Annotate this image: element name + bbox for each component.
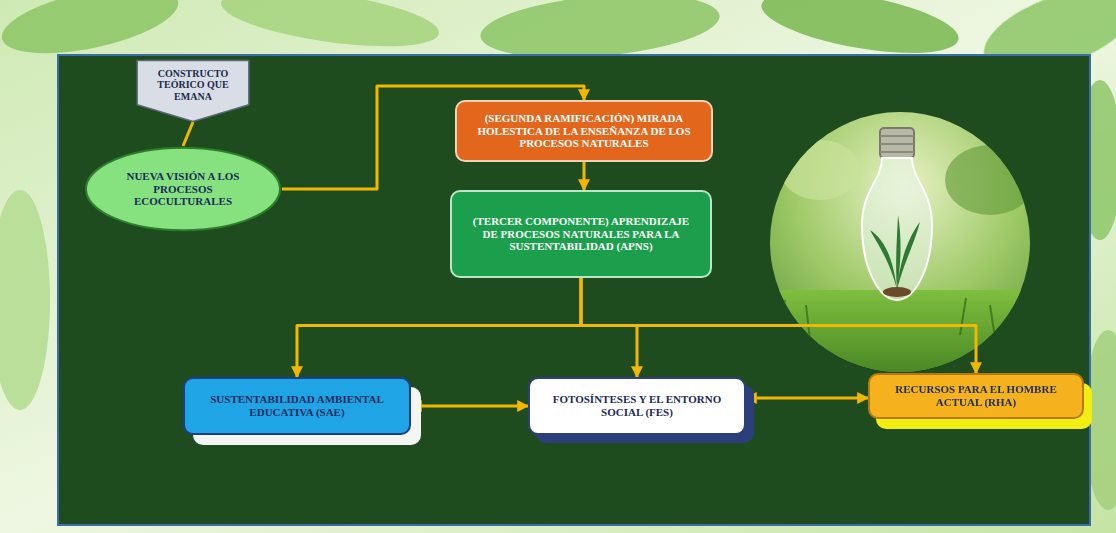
process-box: SUSTENTABILIDAD AMBIENTAL EDUCATIVA (SAE… bbox=[183, 377, 411, 435]
process-box: (TERCER COMPONENTE) APRENDIZAJE DE PROCE… bbox=[450, 190, 712, 278]
node-text: (SEGUNDA RAMIFICACIÓN) MIRADA HOLESTICA … bbox=[471, 112, 697, 150]
ellipse-fill bbox=[86, 148, 280, 231]
node-text: RECURSOS PARA EL HOMBRE ACTUAL (RHA) bbox=[882, 383, 1070, 408]
node-text: NUEVA VISIÓN A LOS PROCESOS ECOCULTURALE… bbox=[116, 170, 250, 208]
connector-line bbox=[581, 278, 637, 377]
banner-shape: CONSTRUCTO TEÓRICO QUE EMANA bbox=[136, 60, 250, 122]
connector-line bbox=[411, 405, 528, 408]
connector-line bbox=[746, 397, 868, 400]
connector-line bbox=[183, 122, 193, 146]
connector-line bbox=[583, 162, 586, 190]
lightbulb-photo bbox=[760, 100, 1050, 390]
node-text: FOTOSÍNTESES Y EL ENTORNO SOCIAL (FES) bbox=[542, 393, 732, 418]
ellipse-node: NUEVA VISIÓN A LOS PROCESOS ECOCULTURALE… bbox=[84, 146, 282, 232]
process-box: (SEGUNDA RAMIFICACIÓN) MIRADA HOLESTICA … bbox=[455, 100, 713, 162]
node-text: CONSTRUCTO TEÓRICO QUE EMANA bbox=[142, 68, 244, 103]
process-box: RECURSOS PARA EL HOMBRE ACTUAL (RHA) bbox=[868, 373, 1084, 419]
node-text: SUSTENTABILIDAD AMBIENTAL EDUCATIVA (SAE… bbox=[197, 393, 397, 418]
connector-line bbox=[297, 278, 581, 377]
connector-line bbox=[581, 278, 976, 373]
node-text: (TERCER COMPONENTE) APRENDIZAJE DE PROCE… bbox=[466, 215, 696, 253]
process-box: FOTOSÍNTESES Y EL ENTORNO SOCIAL (FES) bbox=[528, 377, 746, 435]
banner-fill bbox=[137, 61, 249, 122]
dark-panel bbox=[58, 55, 1090, 525]
